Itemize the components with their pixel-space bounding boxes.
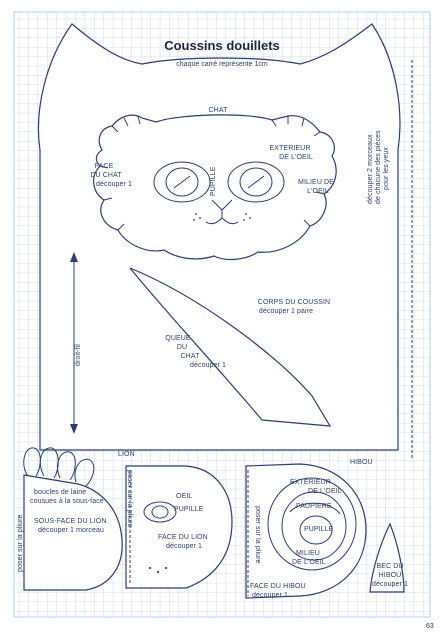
owl-pupil-label: PUPILLE	[304, 526, 334, 533]
lion-dots	[148, 566, 168, 574]
cat-whisker-dots	[193, 213, 251, 221]
owl-fold-label: poser sur la pliure	[254, 506, 261, 564]
cat-eye-out-label-2: DE L'OEIL	[279, 154, 313, 161]
cat-label: CHAT	[209, 107, 229, 114]
lion-face-label-2: découper 1	[166, 543, 202, 550]
cat-eyes-note: découper 2 morceaux de chacune des pièce…	[367, 130, 390, 204]
cat-tail-label-4: découper 1	[190, 362, 226, 369]
owl-beak-label-1: BEC DU	[376, 563, 403, 570]
page-subtitle: chaque carré représente 1cm	[176, 61, 268, 68]
lion-fold-label-2: poser sur la pliure	[126, 470, 133, 528]
cat-body-label-1: CORPS DU COUSSIN	[258, 299, 330, 306]
lion-under-label-1: SOUS-FACE DU LION	[34, 518, 107, 525]
owl-eye-out-label-1: EXTERIEUR	[290, 479, 331, 486]
cat-eye-out-label-1: EXTERIEUR	[270, 145, 311, 152]
lion-under-label-2: découper 1 morceau	[38, 527, 104, 534]
page-title: Coussins douillets	[164, 38, 280, 53]
lion-loops-label-2: cousues à la sous-face	[30, 498, 104, 505]
cat-body-label-2: découper 1 paire	[259, 308, 313, 315]
lion-pupil-label: PUPILLE	[174, 506, 204, 513]
owl-beak-label-2: HIBOU	[379, 572, 402, 579]
lion-loops-label-1: boucles de laine	[34, 489, 86, 496]
cat-eye-left	[153, 161, 211, 203]
svg-text:découper 2 morceaux: découper 2 morceaux	[367, 134, 374, 204]
lion-wool-loops	[23, 447, 95, 487]
owl-label: HIBOU	[350, 459, 373, 466]
owl-beak-outline	[369, 522, 405, 593]
owl-eye-out-label-2: DE L'OEIL	[308, 488, 342, 495]
cat-face-label-3: découper 1	[96, 181, 132, 188]
owl-eye-rings	[267, 477, 357, 571]
cat-tail-label-3: CHAT	[181, 353, 201, 360]
cat-face-outline	[93, 114, 337, 261]
owl-beak-label-3: découper 1	[372, 581, 408, 588]
lion-fold-label-1: poser sur la pliure	[17, 514, 24, 572]
cat-eye-mid-label-1: MILIEU DE	[298, 179, 334, 186]
owl-eye-mid-label-1: MILIEU	[296, 550, 320, 557]
svg-text:de chacune des pièces: de chacune des pièces	[375, 130, 382, 204]
cat-face-label-2: DU CHAT	[90, 172, 122, 179]
cat-tail-outline	[129, 267, 332, 427]
lion-underside-outline	[23, 474, 123, 591]
lion-label: LION	[118, 451, 135, 458]
owl-eye-mid-label-2: DE L'OEIL	[292, 559, 326, 566]
lion-face-label-1: FACE DU LION	[158, 534, 208, 541]
grain-label: droit-fil	[75, 344, 82, 366]
cat-eye-mid-label-2: L'OEIL	[307, 188, 329, 195]
cat-tail-label-1: QUEUE	[165, 335, 191, 342]
lion-eye	[143, 501, 177, 523]
lion-eye-label: OEIL	[176, 493, 192, 500]
owl-face-label-1: FACE DU HIBOU	[250, 583, 306, 590]
page-number: 63	[426, 623, 434, 630]
owl-lid-label: PAUPIERE	[296, 503, 332, 510]
lion-face-outline	[125, 465, 233, 589]
cat-nose	[205, 199, 239, 225]
cat-pupil-label: PUPILLE	[210, 166, 217, 196]
cat-eye-right	[227, 161, 285, 203]
grain-arrow	[70, 252, 78, 434]
svg-text:pour les yeux: pour les yeux	[383, 147, 390, 190]
cat-face-label-1: FACE	[95, 163, 114, 170]
owl-face-label-2: découper 1	[252, 592, 288, 599]
cat-tail-label-2: DU	[177, 344, 187, 351]
